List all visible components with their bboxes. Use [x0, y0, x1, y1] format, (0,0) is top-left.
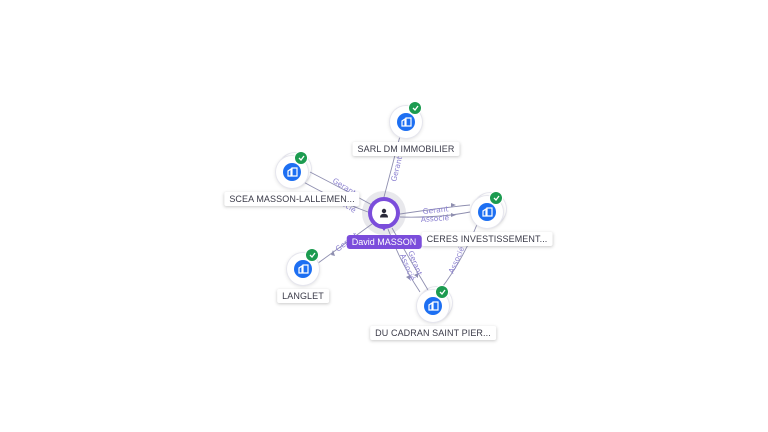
person-icon	[372, 201, 396, 225]
arrow-cadran-2	[406, 275, 410, 280]
company-circle[interactable]	[276, 151, 311, 188]
edge-label-ceres-cadran-associe: Associé	[447, 245, 467, 275]
person-pin[interactable]	[368, 197, 400, 231]
building-icon	[294, 260, 312, 278]
company-label[interactable]: DU CADRAN SAINT PIER...	[370, 326, 496, 340]
edge-label-ceres-associe: Associé	[421, 213, 450, 224]
company-label[interactable]: SARL DM IMMOBILIER	[352, 142, 460, 156]
company-label[interactable]: LANGLET	[277, 289, 329, 303]
verified-check-icon	[305, 248, 319, 262]
verified-check-icon	[294, 151, 308, 165]
company-circle[interactable]	[471, 191, 506, 228]
building-icon	[478, 203, 496, 221]
company-circle[interactable]	[390, 101, 422, 138]
company-label[interactable]: SCEA MASSON-LALLEMEN...	[224, 192, 360, 206]
arrow-cadran-1	[414, 273, 418, 278]
arrow-langlet	[331, 250, 335, 256]
arrow-ceres-2	[451, 213, 456, 217]
verified-check-icon	[435, 285, 449, 299]
company-circle[interactable]	[417, 285, 452, 322]
edge-label-ceres-gerant: Gerant	[422, 204, 449, 216]
company-circle[interactable]	[287, 248, 319, 285]
building-icon	[283, 163, 301, 181]
verified-check-icon	[489, 191, 503, 205]
edge-person-ceres: Gerant Associé	[399, 203, 471, 224]
company-label[interactable]: CERES INVESTISSEMENT...	[421, 232, 553, 246]
building-icon	[397, 113, 415, 131]
verified-check-icon	[408, 101, 422, 115]
person-label[interactable]: David MASSON	[346, 235, 422, 249]
edge-label-sarl-gerant: Gerant	[389, 155, 404, 182]
arrow-ceres-1	[451, 203, 456, 207]
building-icon	[424, 297, 442, 315]
